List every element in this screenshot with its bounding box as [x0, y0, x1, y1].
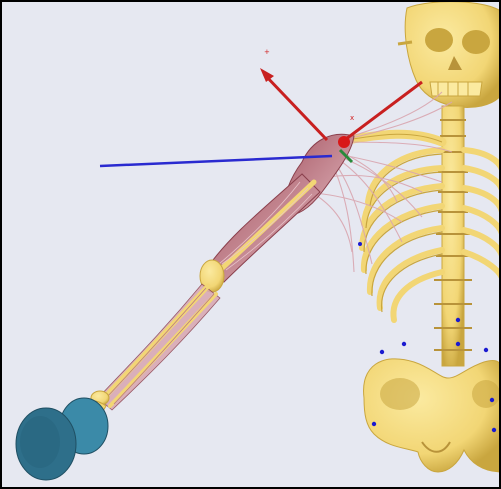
shoulder-joint-center	[338, 136, 350, 148]
forearm	[98, 284, 220, 410]
blue-force-vector	[100, 156, 332, 166]
upper-arm	[210, 174, 320, 282]
dumbbell	[16, 398, 108, 480]
eye-socket-right	[462, 30, 490, 54]
red-force-vector-up	[264, 74, 327, 140]
skull	[398, 2, 501, 107]
pelvis	[364, 359, 501, 472]
eye-socket-left	[425, 28, 453, 52]
axis-label-red-right: x	[350, 114, 354, 122]
force-vectors	[100, 68, 422, 166]
axis-label-red-up: +	[264, 48, 270, 56]
